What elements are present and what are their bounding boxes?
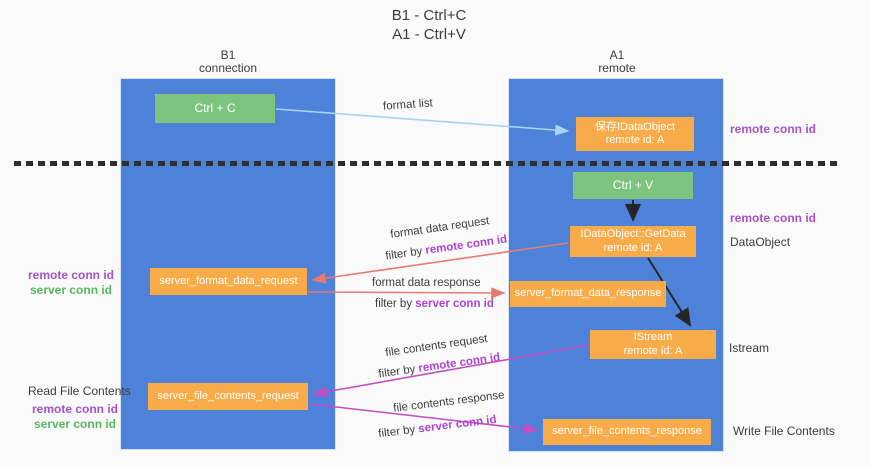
- lane-b1-name: B1: [220, 48, 236, 62]
- istream-side-label: Istream: [729, 341, 770, 355]
- right-remote-conn-id-top: remote conn id: [730, 122, 817, 136]
- file-contents-response-arrow: [309, 403, 539, 435]
- lane-header-a1: A1 remote: [537, 49, 697, 75]
- left-server-conn-id-mid: server conn id: [29, 283, 113, 297]
- lane-a1-name: A1: [609, 48, 625, 62]
- diagram-title: B1 - Ctrl+C A1 - Ctrl+V: [329, 6, 529, 44]
- save-dataobject-line2: remote id: A: [605, 134, 665, 146]
- lane-b1-subtitle: connection: [198, 61, 258, 75]
- left-conn-ids-mid: remote conn id server conn id: [16, 268, 126, 298]
- server-format-data-response-label: server_format_data_response: [514, 287, 662, 300]
- format-data-request-arrow: [311, 242, 569, 284]
- server-file-contents-request-label: server_file_contents_request: [157, 389, 299, 402]
- title-line-1: B1 - Ctrl+C: [391, 7, 467, 24]
- write-file-contents-label: Write File Contents: [733, 424, 835, 438]
- file-contents-request-arrow: [312, 344, 590, 398]
- ctrl-c-node: Ctrl + C: [155, 94, 275, 123]
- istream-line1: IStream: [633, 331, 673, 343]
- server-file-contents-request-node: server_file_contents_request: [148, 383, 308, 410]
- server-file-contents-response-label: server_file_contents_response: [552, 425, 702, 438]
- title-line-2: A1 - Ctrl+V: [392, 26, 466, 43]
- left-server-conn-id-bottom: server conn id: [33, 417, 117, 431]
- read-file-contents-label: Read File Contents: [28, 384, 131, 398]
- filter-prefix-2: filter by: [375, 298, 416, 310]
- lane-header-b1: B1 connection: [148, 49, 308, 75]
- format-list-arrow: [275, 108, 570, 136]
- istream-line2: remote id: A: [623, 344, 683, 357]
- filter-by-server-conn-id-1: filter by server conn id: [375, 298, 494, 310]
- server-format-data-response-node: server_format_data_response: [510, 281, 666, 307]
- save-dataobject-node: 保存IDataObject remote id: A: [576, 117, 694, 151]
- server-format-data-request-label: server_format_data_request: [159, 274, 298, 287]
- ctrl-v-node: Ctrl + V: [573, 172, 693, 199]
- save-dataobject-line1: 保存IDataObject: [594, 120, 676, 133]
- left-remote-conn-id-bottom: remote conn id: [31, 402, 118, 416]
- ctrl-v-label: Ctrl + V: [612, 177, 654, 192]
- getdata-node: IDataObject::GetData remote id: A: [570, 226, 696, 257]
- phase-divider-dashed-line: [14, 161, 838, 166]
- right-remote-conn-id-mid: remote conn id: [730, 211, 817, 225]
- left-conn-ids-bottom: remote conn id server conn id: [20, 402, 130, 432]
- getdata-line1: IDataObject::GetData: [580, 228, 686, 240]
- format-data-response-label: format data response: [372, 277, 481, 289]
- dataobject-label: DataObject: [730, 235, 791, 249]
- ctrl-c-label: Ctrl + C: [194, 100, 236, 115]
- server-format-data-request-node: server_format_data_request: [150, 268, 307, 295]
- left-remote-conn-id-mid: remote conn id: [27, 268, 114, 282]
- format-data-response-arrow: [307, 287, 506, 299]
- getdata-to-istream-arrow: [647, 257, 692, 327]
- server-file-contents-response-node: server_file_contents_response: [543, 419, 711, 445]
- lane-a1-subtitle: remote: [598, 61, 636, 75]
- istream-node: IStream remote id: A: [590, 330, 716, 359]
- filter-highlight-2: server conn id: [415, 298, 494, 310]
- getdata-line2: remote id: A: [603, 241, 663, 254]
